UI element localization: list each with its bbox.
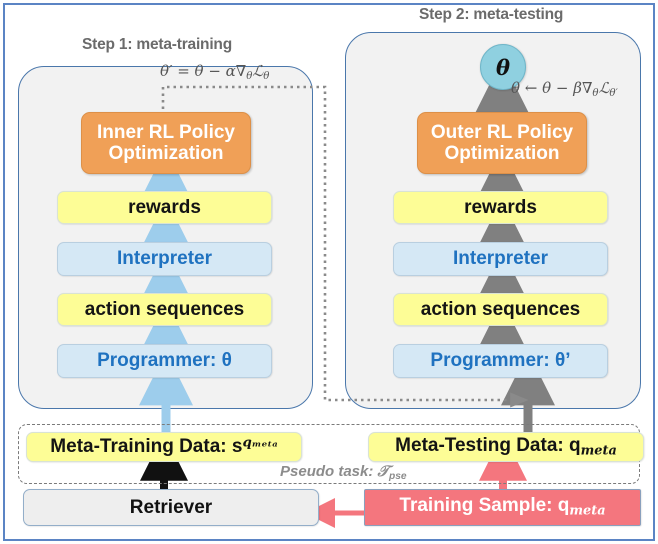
step1-label: Step 1: meta-training: [78, 36, 236, 54]
left-interpreter-label: Interpreter: [116, 248, 213, 270]
inner-rl-policy-box[interactable]: Inner RL Policy Optimization: [81, 112, 251, 174]
retriever-box[interactable]: Retriever: [23, 489, 319, 526]
left-rewards-box[interactable]: rewards: [57, 191, 272, 224]
training-sample-label: Training Sample: qmeta: [399, 495, 606, 520]
right-rewards-label: rewards: [464, 196, 537, 218]
outer-rl-policy-line1: Outer RL Policy: [430, 121, 574, 143]
inner-rl-policy-line2: Optimization: [108, 143, 224, 164]
left-action-sequences-label: action sequences: [84, 298, 245, 320]
meta-testing-data-box[interactable]: Meta-Testing Data: qmeta: [368, 432, 644, 462]
theta-node[interactable]: θ: [480, 44, 526, 90]
outer-update-equation: θ ← θ − β∇θℒθ′: [511, 79, 618, 99]
left-action-sequences-box[interactable]: action sequences: [57, 293, 272, 326]
outer-rl-policy-box[interactable]: Outer RL Policy Optimization: [417, 112, 587, 174]
right-interpreter-label: Interpreter: [452, 248, 549, 270]
training-sample-box[interactable]: Training Sample: qmeta: [364, 489, 641, 526]
right-action-sequences-label: action sequences: [420, 298, 581, 320]
meta-testing-data-label: Meta-Testing Data: qmeta: [395, 434, 617, 459]
outer-rl-policy-line2: Optimization: [444, 143, 560, 164]
pseudo-task-label: Pseudo task: 𝒯pse: [280, 463, 407, 482]
right-programmer-label: Programmer: θ’: [430, 350, 571, 372]
inner-update-equation: θ′ = θ − α∇θℒθ: [160, 62, 270, 82]
meta-training-data-box[interactable]: Meta-Training Data: sqₘₑₜₐ: [26, 432, 302, 462]
retriever-label: Retriever: [129, 496, 213, 518]
right-interpreter-box[interactable]: Interpreter: [393, 242, 608, 276]
right-programmer-box[interactable]: Programmer: θ’: [393, 344, 608, 378]
inner-rl-policy-line1: Inner RL Policy: [97, 121, 235, 143]
right-rewards-box[interactable]: rewards: [393, 191, 608, 224]
meta-training-data-label: Meta-Training Data: sqₘₑₜₐ: [50, 435, 278, 458]
left-rewards-label: rewards: [128, 196, 201, 218]
right-action-sequences-box[interactable]: action sequences: [393, 293, 608, 326]
left-programmer-label: Programmer: θ: [97, 350, 232, 372]
theta-node-label: θ: [495, 54, 510, 80]
left-programmer-box[interactable]: Programmer: θ: [57, 344, 272, 378]
step2-label: Step 2: meta-testing: [415, 6, 568, 24]
left-interpreter-box[interactable]: Interpreter: [57, 242, 272, 276]
